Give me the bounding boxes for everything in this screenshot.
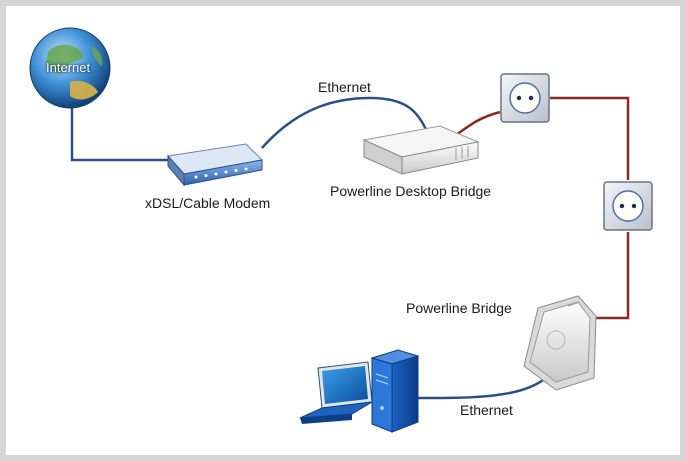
power-outlet-icon	[500, 73, 550, 123]
ethernet-cable-bottom	[418, 371, 553, 400]
power-cable-down	[592, 232, 630, 320]
ethernet-cable-top	[261, 96, 430, 149]
internet-label: Internet	[46, 60, 91, 75]
modem-label: xDSL/Cable Modem	[145, 195, 271, 211]
powerline-bridge-label: Powerline Bridge	[406, 300, 512, 316]
desktop-bridge-label: Powerline Desktop Bridge	[330, 183, 492, 199]
globe-icon	[29, 27, 111, 109]
power-cable-right	[550, 96, 630, 180]
desktop-tower-icon	[370, 349, 420, 433]
laptop-icon	[299, 361, 373, 424]
desktop-bridge-icon	[362, 125, 480, 175]
ethernet-bottom-label: Ethernet	[460, 402, 513, 418]
powerline-bridge-icon	[523, 295, 597, 391]
ethernet-cable-internet	[70, 108, 170, 162]
power-outlet-icon	[603, 181, 653, 231]
modem-icon	[167, 143, 264, 187]
ethernet-top-label: Ethernet	[318, 79, 371, 95]
